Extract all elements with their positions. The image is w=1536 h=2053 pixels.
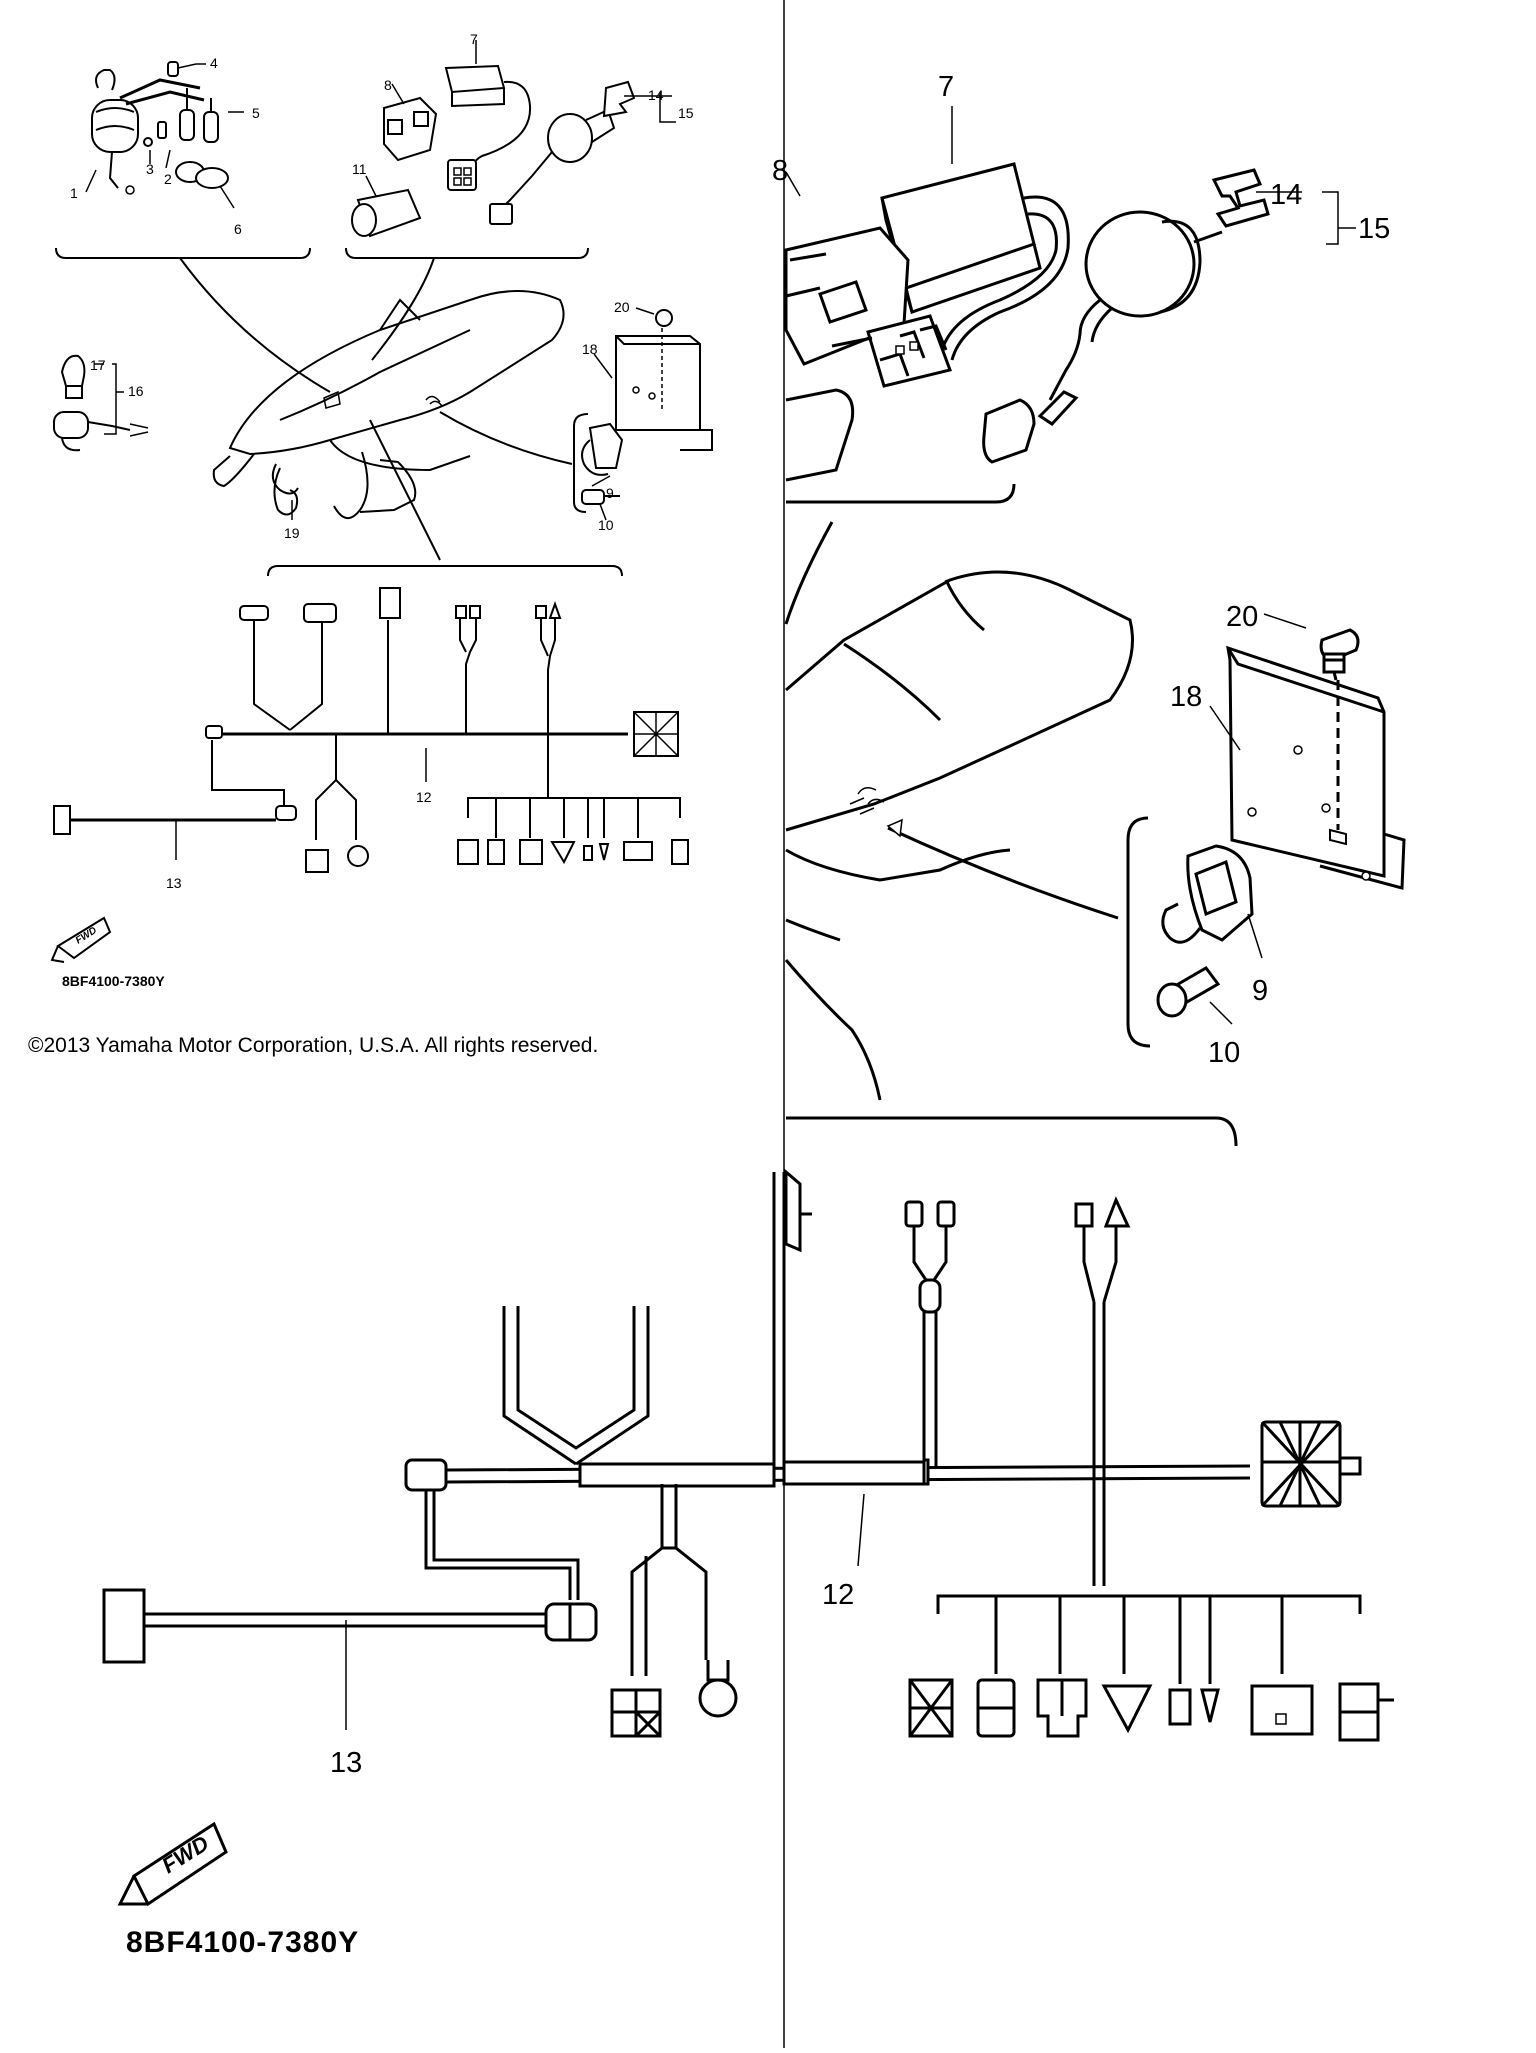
detail-upper — [784, 162, 1270, 504]
main-switch-14-15 — [982, 168, 1270, 464]
callout-10: 10 — [598, 517, 614, 533]
detail-callout-8: 8 — [772, 155, 788, 187]
detail-callout-20: 20 — [1226, 601, 1258, 633]
callout-3: 3 — [146, 161, 154, 177]
detail-callout-15: 15 — [1358, 213, 1390, 245]
fwd-arrow-large: FWD — [117, 1821, 228, 1907]
cdi-bracket-small — [573, 309, 713, 513]
bracket-9-10 — [1126, 816, 1254, 1048]
callout-19: 19 — [284, 525, 300, 541]
part-code-small: 8BF4100-7380Y — [62, 973, 165, 989]
callout-13: 13 — [166, 875, 182, 891]
callout-16: 16 — [128, 383, 144, 399]
callout-12: 12 — [416, 789, 432, 805]
callout-11: 11 — [352, 161, 367, 177]
callout-18: 18 — [582, 341, 598, 357]
callout-5: 5 — [252, 105, 260, 121]
connector-group — [831, 314, 952, 388]
lamp-assembly — [53, 354, 149, 452]
callout-7: 7 — [470, 31, 478, 47]
overview-callouts — [85, 40, 676, 860]
callout-20: 20 — [614, 299, 630, 315]
cdi-and-switch-small — [351, 64, 636, 238]
cdi-unit-7 — [880, 162, 1070, 361]
callout-9: 9 — [606, 485, 614, 501]
wiring-harness-detail — [102, 1168, 1394, 1742]
callout-14: 14 — [648, 87, 664, 103]
detail-middle — [784, 521, 1406, 1147]
copyright-notice: ©2013 Yamaha Motor Corporation, U.S.A. A… — [28, 1034, 598, 1057]
detail-callout-18: 18 — [1170, 681, 1202, 713]
detail-callout-labels: 7 8 14 15 20 18 9 10 12 13 — [330, 71, 1390, 1779]
detail-callout-14: 14 — [1270, 179, 1302, 211]
detail-callout-13: 13 — [330, 1747, 362, 1779]
callout-15: 15 — [678, 105, 694, 121]
overview-callout-labels: 1 2 3 4 5 6 7 8 11 14 15 16 17 18 19 20 … — [70, 31, 694, 891]
callout-6: 6 — [234, 221, 242, 237]
detail-callout-leaders — [345, 106, 1356, 1730]
detail-callout-12: 12 — [822, 1579, 854, 1611]
callout-17: 17 — [90, 357, 106, 373]
fwd-arrow-small: FWD — [50, 916, 112, 963]
detail-callout-9: 9 — [1252, 975, 1268, 1007]
clip-small — [271, 463, 299, 495]
snowmobile-body — [212, 290, 573, 561]
wiring-harness-small — [53, 587, 689, 873]
part-code-large: 8BF4100-7380Y — [126, 1926, 359, 1959]
overview-view: FWD — [50, 61, 713, 963]
callout-2: 2 — [164, 171, 172, 187]
callout-4: 4 — [210, 55, 218, 71]
ignition-coil-assembly — [91, 61, 229, 195]
bracket-18 — [1226, 628, 1406, 890]
detail-callout-7: 7 — [938, 71, 954, 103]
callout-8: 8 — [384, 77, 392, 93]
detail-callout-10: 10 — [1208, 1037, 1240, 1069]
callout-1: 1 — [70, 185, 78, 201]
